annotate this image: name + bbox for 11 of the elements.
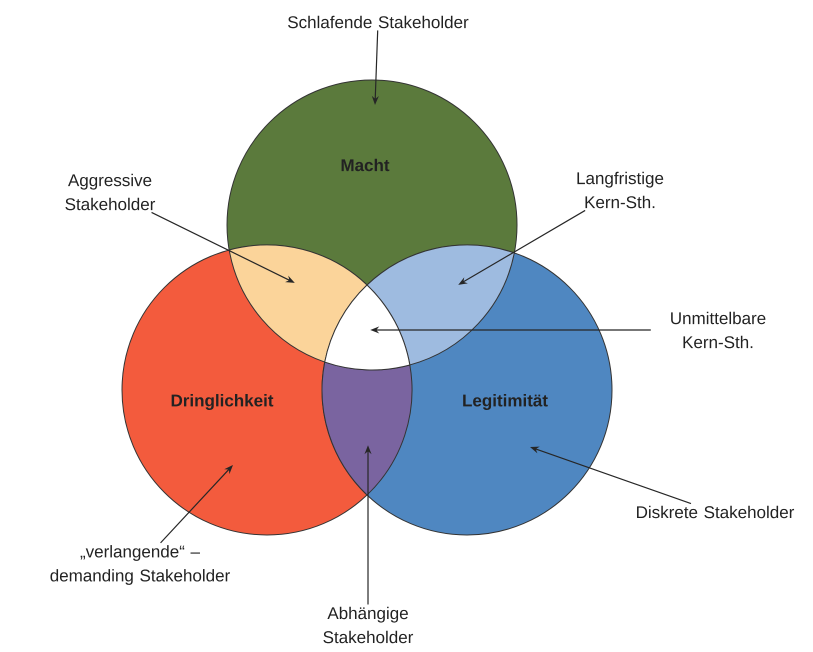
overlap-region bbox=[324, 284, 410, 370]
overlap-region bbox=[228, 244, 368, 363]
overlap-region bbox=[366, 244, 515, 366]
annotation-text: „verlangende“ – demanding Stakeholder bbox=[50, 545, 230, 585]
overlap-region bbox=[322, 362, 412, 496]
annotation-text: Langfristige Kern-Sth. bbox=[577, 172, 664, 208]
annotation-text: Unmittelbare Kern-Sth. bbox=[671, 312, 766, 348]
annotation-text: Abhängige Stakeholder bbox=[323, 606, 414, 644]
annotation-text: Diskrete Stakeholder bbox=[637, 506, 794, 518]
annotation-text: Schlafende Stakeholder bbox=[288, 16, 468, 28]
annotation-text: Aggressive Stakeholder bbox=[65, 174, 156, 210]
